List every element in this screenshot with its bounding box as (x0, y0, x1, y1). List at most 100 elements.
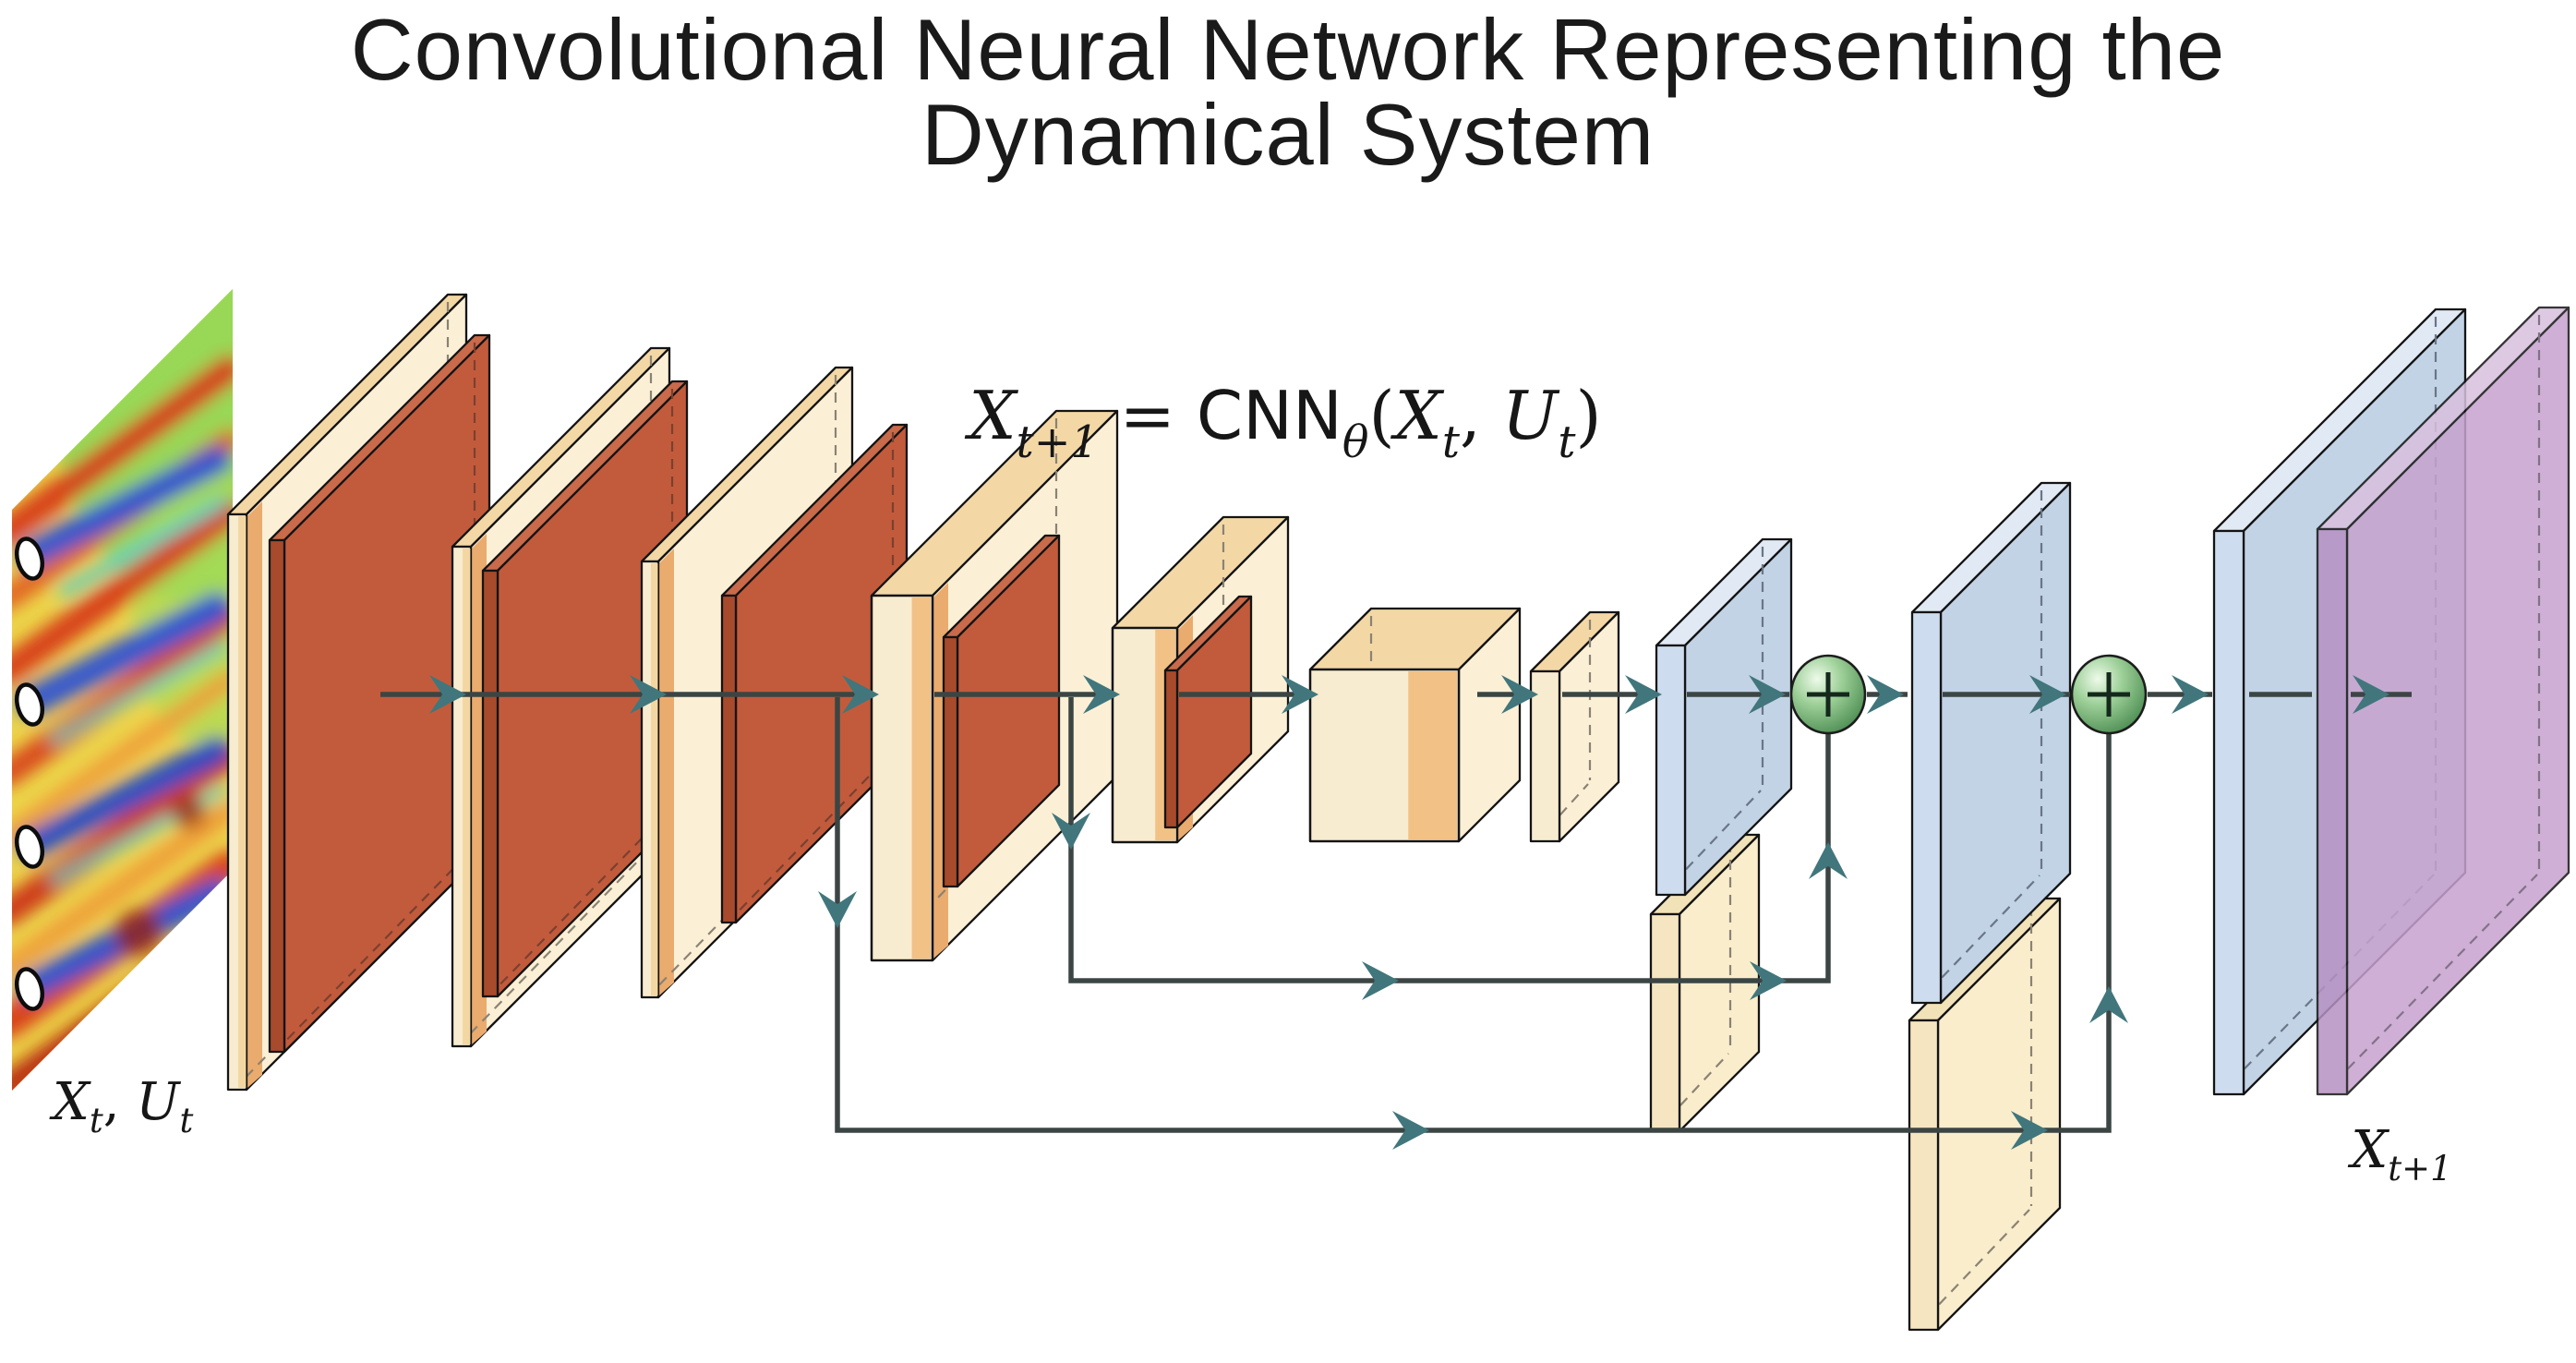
bottleneck-feature (1308, 607, 1522, 843)
arrowhead-icon (1501, 675, 1538, 714)
jet-orifice (14, 537, 45, 581)
bottleneck-feature-front-outline (1308, 668, 1461, 843)
output-feature-hidden-edge (2322, 874, 2538, 1095)
encoder-conv3-feature-hidden-edge (646, 804, 835, 998)
jet-orifice (14, 825, 45, 869)
decoder-deconv2-front-face (1910, 610, 1943, 1005)
decoder-deconv1 (1655, 537, 1793, 897)
arrowhead-icon (1749, 675, 1786, 714)
arrowhead-icon (429, 675, 466, 714)
math-token: U (136, 1072, 181, 1132)
encoder-conv2-activation-hidden-edge (488, 808, 671, 997)
flow-dark-spot (173, 796, 206, 829)
skip-conv-slab-1-front-face (1649, 912, 1681, 1133)
encoder-conv1-activation-hidden-edge (274, 848, 474, 1053)
encoder-conv1-activation-front-face (268, 538, 286, 1054)
encoder-conv3-feature-front-stripe (650, 563, 658, 995)
sum-node-1 (1789, 654, 1867, 735)
input-label: Xt, Ut (49, 1072, 194, 1140)
math-token: X (1390, 377, 1445, 454)
flow-streak (12, 670, 233, 846)
decoder-deconv1-side-face (1683, 537, 1793, 897)
flow-streak (12, 604, 233, 787)
arrowhead-icon (1750, 961, 1787, 1000)
flow-streak (50, 641, 227, 744)
output-feature-front-face (2316, 527, 2349, 1096)
arrowhead-icon (2172, 675, 2209, 714)
decoder-deconv1-front-face (1655, 644, 1687, 897)
arrowhead-icon (1083, 675, 1120, 714)
flow-dark-spot (114, 909, 163, 957)
encoder-conv1-feature-front-stripe (238, 516, 247, 1088)
post-bottleneck-feature (1529, 610, 1620, 843)
math-token: , (1460, 377, 1502, 454)
title-line-1: Convolutional Neural Network Representin… (351, 1, 2226, 98)
flow-streak (12, 500, 233, 684)
math-token: , (103, 1072, 137, 1132)
flow-streak (18, 446, 231, 568)
arrowhead-icon (1052, 813, 1090, 850)
encoder-conv2-feature-front-stripe (463, 549, 471, 1044)
flow-streak (12, 742, 233, 926)
flow-streak (12, 801, 233, 978)
math-token: = (1099, 377, 1197, 454)
math-token: ( (1368, 377, 1394, 454)
title-line-2: Dynamical System (921, 86, 1655, 183)
arrowhead-icon (2029, 675, 2066, 714)
encoder-conv5-activation (1163, 595, 1253, 829)
math-token: t (1442, 417, 1461, 468)
bottleneck-feature-front-stripe (1408, 671, 1457, 839)
math-token: X (2347, 1120, 2389, 1180)
arrowhead-icon (2089, 986, 2128, 1023)
post-bottleneck-feature-front-face (1529, 669, 1561, 843)
decoder-deconv3-front-face (2212, 529, 2245, 1096)
skip-conv-slab-2-front-face (1908, 1019, 1940, 1332)
encoder-conv2-feature-hidden-edge (457, 849, 650, 1047)
math-token: t+1 (2388, 1149, 2451, 1188)
output-feature (2316, 306, 2570, 1096)
arrowhead-icon (842, 675, 879, 714)
equation-label: Xt+1 = CNNθ(Xt, Ut) (964, 377, 1601, 468)
sum-node-group (1789, 654, 2148, 735)
encoder-conv3-activation-hidden-edge (727, 753, 892, 923)
flow-dark-spot (72, 1023, 113, 1064)
flow-streak (18, 737, 231, 859)
arrowhead-icon (1809, 842, 1848, 879)
math-token: t+1 (1017, 417, 1099, 468)
arrowhead-icon (630, 675, 667, 714)
decoder-deconv2 (1910, 481, 2072, 1005)
math-token: X (964, 377, 1018, 454)
output-label: Xt+1 (2347, 1120, 2451, 1188)
jet-orifice (14, 682, 45, 727)
encoder-conv4-feature-front-outline (870, 594, 934, 962)
encoder-conv2-activation (481, 380, 689, 998)
arrowhead-icon (1867, 675, 1904, 714)
encoder-conv4-activation (942, 534, 1061, 888)
arrowhead-icon (1362, 961, 1399, 1000)
flow-streak (17, 593, 232, 717)
encoder-conv3-feature-edge-stripe (659, 549, 674, 995)
math-token: θ (1342, 417, 1369, 468)
math-token: U (1502, 377, 1560, 454)
post-bottleneck-feature-hidden-edge (1535, 783, 1589, 842)
encoder-conv4-feature-front-stripe (911, 597, 931, 959)
encoder-conv2-activation-front-face (481, 569, 500, 998)
encoder-conv4-activation-front-face (942, 635, 959, 888)
math-token: t (180, 1101, 194, 1140)
arrowhead-icon (2353, 675, 2389, 714)
decoder-deconv2-hidden-edge (1917, 874, 2040, 1004)
math-token: t (90, 1101, 103, 1140)
encoder-conv3-activation-front-face (720, 594, 738, 924)
jet-orifice (14, 967, 45, 1011)
math-token: ) (1576, 377, 1602, 454)
arrowhead-icon (1625, 675, 1662, 714)
encoder-conv1-feature-edge-stripe (247, 501, 262, 1088)
encoder-conv3-activation (720, 423, 909, 924)
arrowhead-icon (818, 891, 857, 928)
sum-node-2 (2070, 654, 2148, 735)
arrowhead-icon (2011, 1111, 2048, 1150)
math-token: X (49, 1072, 91, 1132)
encoder-conv5-activation-front-face (1163, 669, 1179, 829)
